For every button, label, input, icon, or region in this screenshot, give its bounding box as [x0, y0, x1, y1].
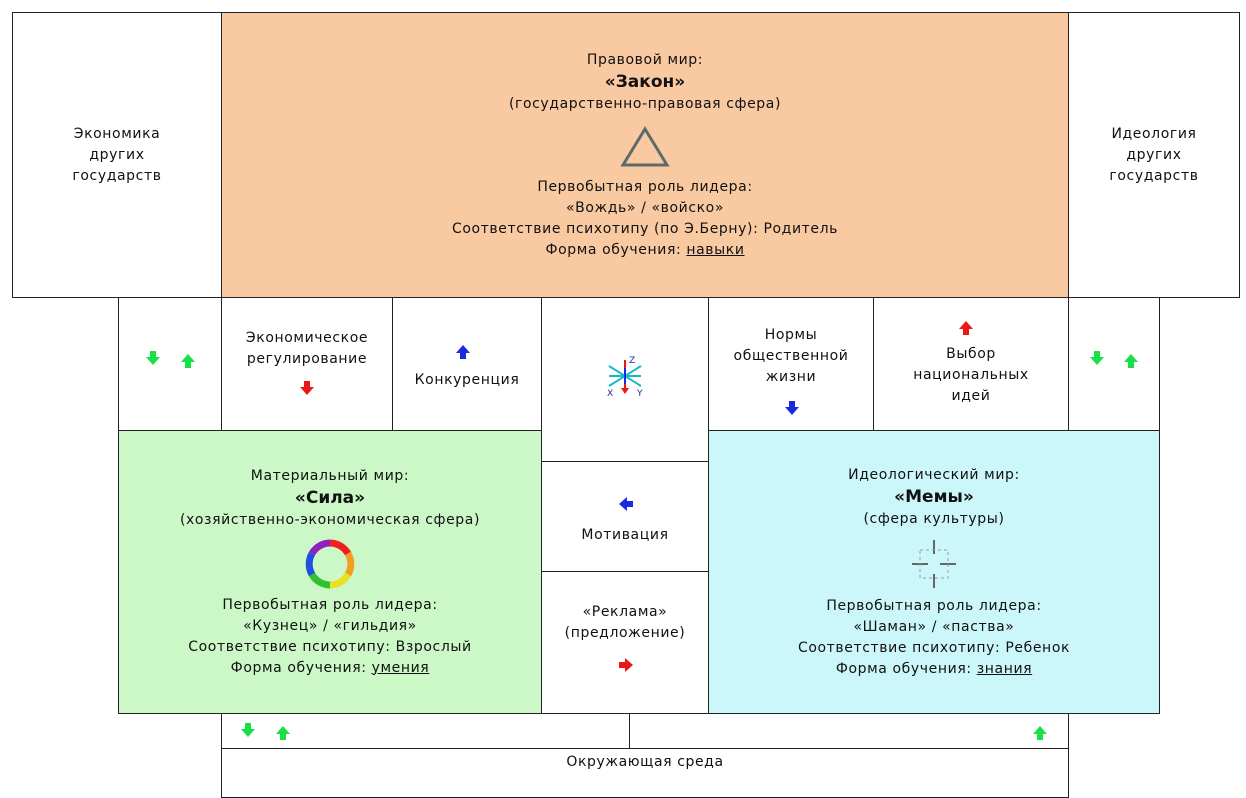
law-psychotype: Соответствие психотипу (по Э.Берну): Род… [451, 220, 839, 237]
ideology-other-states-label: Идеология других государств [1109, 124, 1198, 187]
advertising-cell: «Реклама» (предложение) [541, 571, 709, 714]
blue-arrow-up-icon [456, 345, 470, 359]
economy-other-states-cell: Экономика других государств [12, 12, 222, 298]
law-world-sphere: (государственно-правовая сфера) [508, 95, 782, 112]
green-arrow-down-icon [146, 351, 160, 365]
material-role: «Кузнец» / «гильдия» [243, 617, 417, 634]
ideology-world-title: «Мемы» [894, 486, 974, 507]
material-learning-label: Форма обучения: [230, 659, 372, 676]
side-right-line: Идеология [1111, 125, 1197, 142]
material-psychotype: Соответствие психотипу: Взрослый [188, 638, 472, 655]
axis-x-label: X [607, 389, 613, 398]
right-arrows-cell [1068, 297, 1160, 431]
motivation-cell: Мотивация [541, 461, 709, 572]
green-arrow-up-icon [1033, 726, 1047, 740]
norms-line: общественной [733, 348, 849, 364]
blue-arrow-down-icon [785, 401, 799, 415]
choice-line: национальных [913, 367, 1029, 383]
bottom-left-arrows-cell [221, 713, 630, 749]
social-norms-label: Нормы общественной жизни [709, 325, 873, 388]
advert-line: (предложение) [564, 625, 686, 641]
national-ideas-cell: Выбор национальных идей [873, 297, 1069, 431]
advert-line: «Реклама» [582, 604, 668, 620]
green-arrow-up-icon [276, 726, 290, 740]
ideology-world-block: Идеологический мир: «Мемы» (сфера культу… [708, 430, 1160, 714]
side-right-line: государств [1109, 167, 1199, 184]
red-arrow-up-icon [959, 321, 973, 335]
economic-regulation-cell: Экономическое регулирование [221, 297, 393, 431]
law-learning-link[interactable]: навыки [686, 241, 745, 258]
choice-line: Выбор [946, 346, 996, 362]
economy-other-states-label: Экономика других государств [72, 124, 161, 187]
side-right-line: других [1126, 146, 1182, 163]
ideology-learning: Форма обучения: знания [836, 659, 1032, 680]
material-world-block: Материальный мир: «Сила» (хозяйственно-э… [118, 430, 542, 714]
ideology-learning-label: Форма обучения: [835, 660, 977, 677]
advertising-label: «Реклама» (предложение) [542, 602, 708, 644]
choice-line: идей [951, 388, 991, 404]
ideology-role-label: Первобытная роль лидера: [826, 597, 1042, 614]
ideology-learning-link[interactable]: знания [976, 660, 1033, 677]
law-world-heading: Правовой мир: [586, 51, 704, 68]
environment-cell: Окружающая среда [221, 748, 1069, 798]
competition-label: Конкуренция [414, 372, 520, 388]
bottom-right-arrows-cell [629, 713, 1069, 749]
axis-z-label: Z [629, 356, 635, 366]
motivation-label: Мотивация [581, 527, 669, 543]
norms-line: жизни [765, 369, 817, 385]
side-left-line: Экономика [73, 125, 161, 142]
norms-line: Нормы [764, 327, 818, 343]
competition-cell: Конкуренция [392, 297, 542, 431]
social-norms-cell: Нормы общественной жизни [708, 297, 874, 431]
center-axes-cell: Z X Y [541, 297, 709, 462]
side-left-line: других [89, 146, 145, 163]
material-world-title: «Сила» [294, 487, 366, 508]
red-arrow-down-icon [300, 381, 314, 395]
axis-y-label: Y [636, 389, 643, 398]
ideology-world-heading: Идеологический мир: [848, 466, 1020, 483]
crosshair-icon [912, 539, 956, 588]
red-arrow-right-icon [619, 658, 633, 672]
green-arrow-down-icon [241, 723, 255, 737]
left-arrows-cell [118, 297, 222, 431]
side-left-line: государств [72, 167, 162, 184]
econ-reg-line: регулирование [246, 351, 368, 367]
green-arrow-down-icon [1090, 351, 1104, 365]
econ-reg-line: Экономическое [245, 330, 369, 346]
ideology-role: «Шаман» / «паства» [853, 618, 1015, 635]
material-learning-link[interactable]: умения [371, 659, 430, 676]
national-ideas-label: Выбор национальных идей [874, 344, 1068, 407]
xyz-axes-icon: Z X Y [607, 356, 643, 398]
law-learning: Форма обучения: навыки [545, 240, 744, 261]
law-world-title: «Закон» [604, 71, 686, 92]
green-arrow-up-icon [1124, 354, 1138, 368]
material-role-label: Первобытная роль лидера: [222, 596, 438, 613]
material-world-heading: Материальный мир: [250, 467, 410, 484]
ideology-world-sphere: (сфера культуры) [863, 510, 1005, 527]
green-arrow-up-icon [181, 354, 195, 368]
color-ring-icon [305, 539, 355, 588]
material-world-sphere: (хозяйственно-экономическая сфера) [179, 511, 481, 528]
ideology-other-states-cell: Идеология других государств [1068, 12, 1240, 298]
law-learning-label: Форма обучения: [545, 241, 687, 258]
ideology-psychotype: Соответствие психотипу: Ребенок [797, 639, 1071, 656]
environment-label: Окружающая среда [566, 753, 724, 770]
blue-arrow-left-icon [619, 497, 633, 511]
law-role-label: Первобытная роль лидера: [537, 178, 753, 195]
material-learning: Форма обучения: умения [231, 658, 430, 679]
law-world-block: Правовой мир: «Закон» (государственно-пр… [221, 12, 1069, 298]
law-role: «Вождь» / «войско» [565, 199, 725, 216]
triangle-icon [620, 125, 670, 166]
economic-regulation-label: Экономическое регулирование [222, 328, 392, 370]
